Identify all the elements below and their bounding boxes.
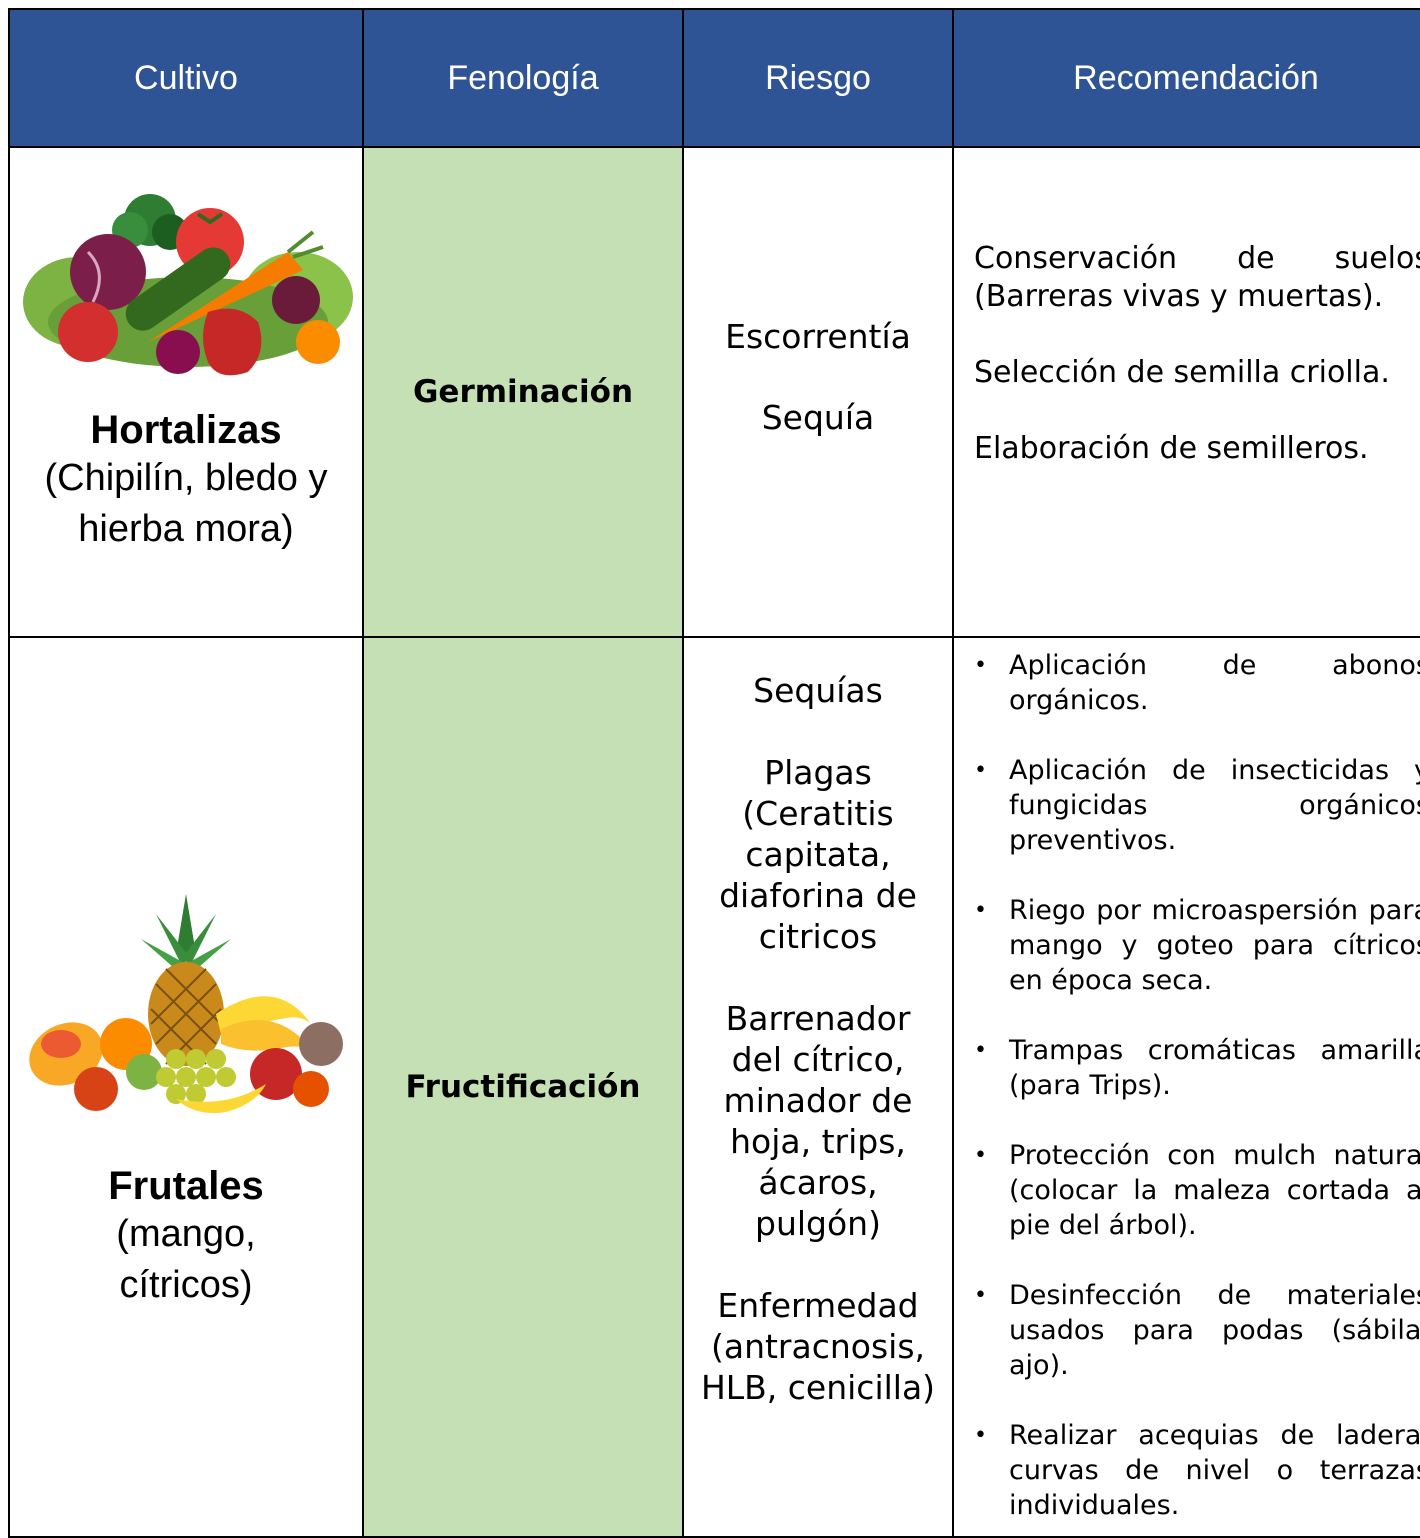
recomendacion-text: Protección con mulch natural (colocar la… bbox=[1009, 1140, 1420, 1241]
list-item: • Trampas cromáticas amarilla (para Trips… bbox=[954, 1033, 1420, 1103]
bullet-icon: • bbox=[974, 1143, 987, 1168]
crop-recommendation-table: Cultivo Fenología Riesgo Recomendación bbox=[8, 8, 1420, 1538]
fenologia-cell: Fructificación bbox=[362, 636, 684, 1538]
list-item: • Realizar acequias de ladera, curvas de … bbox=[954, 1418, 1420, 1523]
bullet-icon: • bbox=[974, 653, 987, 678]
recomendacion-text: Riego por microaspersión para mango y go… bbox=[1009, 895, 1420, 996]
recomendacion-text: Aplicación de abonos orgánicos. bbox=[1009, 650, 1420, 716]
header-cultivo: Cultivo bbox=[8, 8, 364, 148]
bullet-icon: • bbox=[974, 758, 987, 783]
table-header-row: Cultivo Fenología Riesgo Recomendación bbox=[8, 8, 1420, 148]
recomendacion-cell: Conservación de suelos (Barreras vivas y… bbox=[952, 146, 1420, 638]
riesgo-item: Sequías bbox=[753, 671, 883, 710]
recomendacion-text: Aplicación de insecticidas y fungicidas … bbox=[1009, 755, 1420, 856]
riesgo-item: Plagas (Ceratitis capitata, diaforina de… bbox=[719, 753, 917, 956]
header-recomendacion: Recomendación bbox=[952, 8, 1420, 148]
vegetables-image bbox=[23, 194, 353, 376]
bullet-icon: • bbox=[974, 1283, 987, 1308]
riesgo-item: Escorrentía bbox=[725, 317, 911, 356]
fenologia-cell: Germinación bbox=[362, 146, 684, 638]
cultivo-name: Hortalizas bbox=[90, 408, 282, 452]
recomendacion-list: • Aplicación de abonos orgánicos. • Aplica… bbox=[954, 648, 1420, 1523]
cultivo-cell: Hortalizas (Chipilín, bledo y hierba mor… bbox=[8, 146, 364, 638]
cultivo-description: (mango, cítricos) bbox=[116, 1213, 256, 1306]
cultivo-cell: Frutales (mango, cítricos) bbox=[8, 636, 364, 1538]
recomendacion-text: Trampas cromáticas amarilla (para Trips)… bbox=[1009, 1035, 1420, 1101]
recomendacion-text: Realizar acequias de ladera, curvas de n… bbox=[1009, 1420, 1420, 1521]
recomendacion-item: Conservación de suelos (Barreras vivas y… bbox=[974, 241, 1420, 314]
bullet-icon: • bbox=[974, 898, 987, 923]
recomendacion-text: Desinfección de materiales usados para p… bbox=[1009, 1280, 1420, 1381]
riesgo-item: Sequía bbox=[761, 398, 875, 437]
riesgo-cell: Sequías Plagas (Ceratitis capitata, diaf… bbox=[682, 636, 954, 1538]
list-item: • Protección con mulch natural (colocar l… bbox=[954, 1138, 1420, 1243]
list-item: • Aplicación de abonos orgánicos. bbox=[954, 648, 1420, 718]
table-row: Hortalizas (Chipilín, bledo y hierba mor… bbox=[8, 146, 1420, 638]
table-row: Frutales (mango, cítricos) Fructificació… bbox=[8, 636, 1420, 1538]
recomendacion-cell: • Aplicación de abonos orgánicos. • Aplica… bbox=[952, 636, 1420, 1538]
header-riesgo: Riesgo bbox=[682, 8, 954, 148]
recomendacion-item: Selección de semilla criolla. bbox=[974, 355, 1390, 390]
header-fenologia: Fenología bbox=[362, 8, 684, 148]
bullet-icon: • bbox=[974, 1038, 987, 1063]
recomendacion-item: Elaboración de semilleros. bbox=[974, 431, 1369, 466]
bullet-icon: • bbox=[974, 1423, 987, 1448]
list-item: • Riego por microaspersión para mango y g… bbox=[954, 893, 1420, 998]
list-item: • Desinfección de materiales usados para … bbox=[954, 1278, 1420, 1383]
riesgo-cell: Escorrentía Sequía bbox=[682, 146, 954, 638]
list-item: • Aplicación de insecticidas y fungicidas… bbox=[954, 753, 1420, 858]
riesgo-item: Enfermedad (antracnosis, HLB, cenicilla) bbox=[700, 1286, 936, 1407]
cultivo-name: Frutales bbox=[108, 1164, 264, 1208]
fruits-image bbox=[29, 894, 343, 1114]
riesgo-item: Barrenador del cítrico, minador de hoja,… bbox=[723, 999, 913, 1243]
cultivo-description: (Chipilín, bledo y hierba mora) bbox=[44, 457, 328, 550]
